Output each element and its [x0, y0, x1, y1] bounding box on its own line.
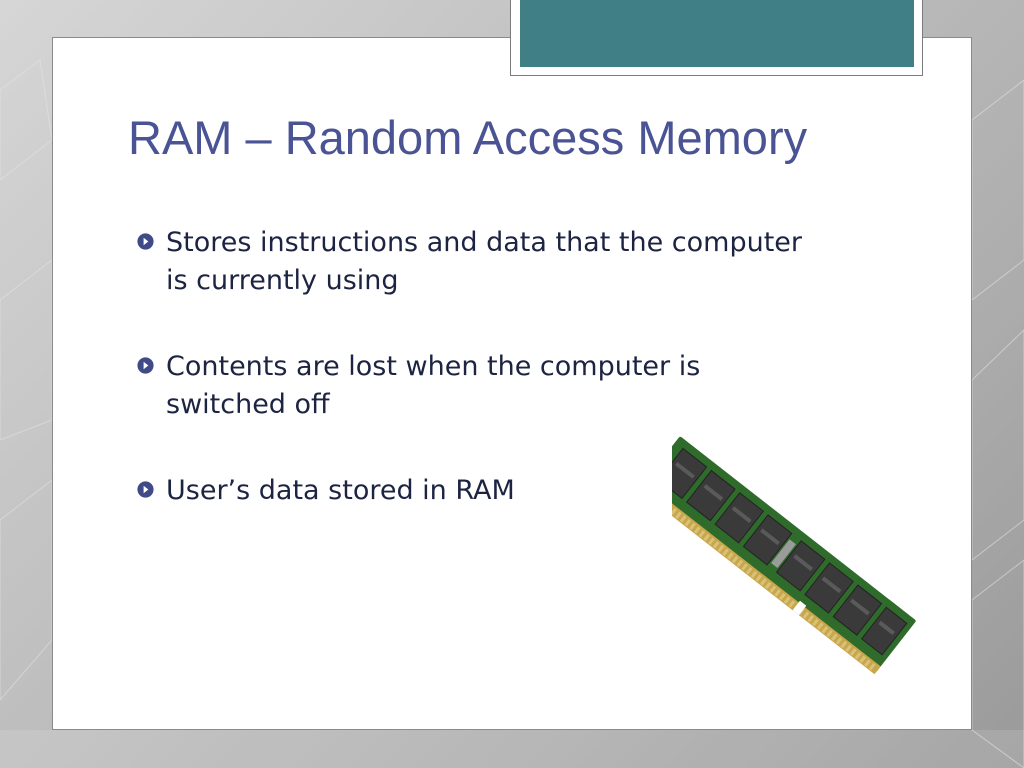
- bullet-item: Stores instructions and data that the co…: [136, 224, 816, 300]
- slide-title: RAM – Random Access Memory: [128, 111, 808, 164]
- accent-bar: [520, 0, 914, 67]
- bullet-item: User’s data stored in RAM: [136, 472, 816, 510]
- bullet-circle-icon: [137, 357, 154, 374]
- bullet-text: User’s data stored in RAM: [166, 475, 515, 506]
- bullet-list: Stores instructions and data that the co…: [136, 224, 816, 558]
- bullet-circle-icon: [137, 481, 154, 498]
- bullet-item: Contents are lost when the computer is s…: [136, 348, 816, 424]
- ram-module-image: [672, 436, 916, 675]
- bullet-text: Contents are lost when the computer is s…: [166, 351, 701, 420]
- bullet-circle-icon: [137, 233, 154, 250]
- bullet-text: Stores instructions and data that the co…: [166, 227, 803, 296]
